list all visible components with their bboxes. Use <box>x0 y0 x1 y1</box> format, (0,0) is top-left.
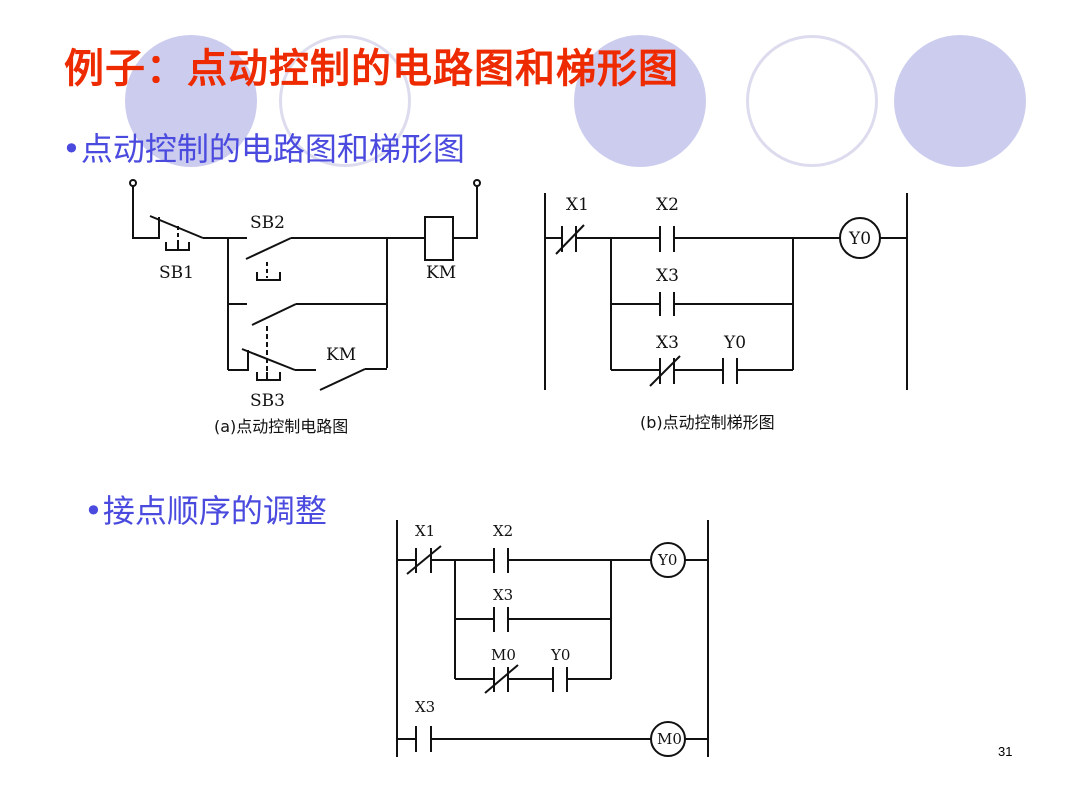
label-x1: X1 <box>415 522 435 540</box>
caption-a: (a)点动控制电路图 <box>214 417 348 436</box>
decor-ring <box>746 35 878 167</box>
bullet-circuit-and-ladder: •点动控制的电路图和梯形图 <box>62 130 465 168</box>
coil-m0-label: M0 <box>657 730 682 748</box>
decor-ring <box>279 35 411 167</box>
decor-circle <box>125 35 257 167</box>
label-sb3: SB3 <box>250 391 285 411</box>
label-y0: Y0 <box>723 333 746 353</box>
label-x2: X2 <box>493 522 513 540</box>
circuit-diagram-a: SB2 SB1 KM KM SB3 (a)点动控制电路图 <box>129 179 481 436</box>
label-x3: X3 <box>493 586 513 604</box>
caption-b: (b)点动控制梯形图 <box>640 413 775 432</box>
label-km-coil: KM <box>426 263 456 283</box>
ladder-diagram-adjusted: X1 X2 X3 M0 Y0 X3 Y0 M0 <box>396 520 709 757</box>
label-sb1: SB1 <box>159 263 194 283</box>
decor-circle <box>894 35 1026 167</box>
ladder-diagram-b: X1 X2 X3 X3 Y0 Y0 (b)点动控制梯形图 <box>544 193 908 432</box>
label-x1: X1 <box>566 195 589 215</box>
page-number: 31 <box>998 744 1013 759</box>
label-x3: X3 <box>656 333 679 353</box>
label-y0: Y0 <box>550 646 570 664</box>
label-sb2: SB2 <box>250 213 285 233</box>
coil-y0-label: Y0 <box>657 551 677 569</box>
coil-y0-label: Y0 <box>848 229 871 249</box>
label-x3: X3 <box>656 266 679 286</box>
label-x2: X2 <box>656 195 679 215</box>
label-m0: M0 <box>491 646 516 664</box>
slide-title: 例子：点动控制的电路图和梯形图 <box>64 46 679 92</box>
decor-circle <box>574 35 706 167</box>
bullet-contact-order: •接点顺序的调整 <box>84 492 327 530</box>
label-x3: X3 <box>415 698 435 716</box>
label-km-contact: KM <box>326 345 356 365</box>
